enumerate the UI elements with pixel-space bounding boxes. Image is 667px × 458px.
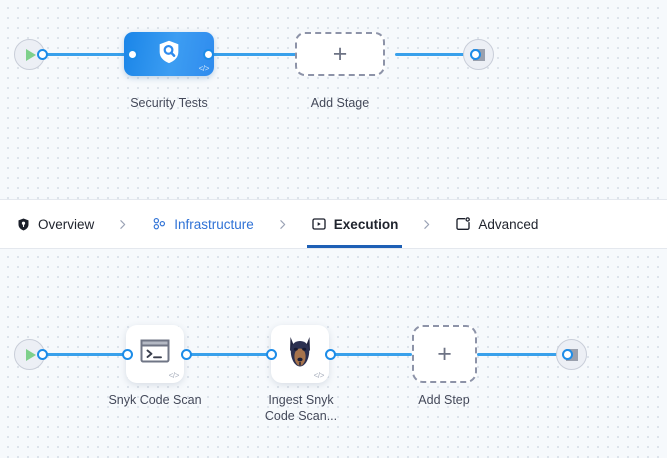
terminal-icon (139, 338, 171, 371)
step-edge-1 (186, 353, 276, 356)
step-graph-canvas[interactable]: </> Snyk Code Scan </> In (0, 249, 667, 458)
chevron-right-icon (262, 218, 303, 231)
code-badge: </> (168, 371, 180, 380)
stage-edge-start (42, 53, 132, 56)
step-end-port[interactable] (562, 349, 573, 360)
stage-edge-2 (395, 53, 475, 56)
tab-advanced-label: Advanced (478, 216, 539, 232)
play-icon (25, 348, 36, 361)
step-1-in-port[interactable] (122, 349, 133, 360)
step-1-out-port[interactable] (181, 349, 192, 360)
play-box-icon (311, 216, 327, 232)
chevron-right-icon (102, 218, 143, 231)
add-step-label: Add Step (418, 393, 470, 407)
step-edge-3 (477, 353, 567, 356)
cluster-nodes-icon (151, 216, 167, 232)
code-badge: </> (313, 371, 325, 380)
tab-overview[interactable]: Overview (8, 200, 102, 248)
step-node-label: Ingest Snyk Code Scan... (264, 393, 338, 423)
plus-icon: + (437, 339, 452, 368)
stage-node-security-tests[interactable]: </> (124, 32, 214, 76)
tab-infrastructure[interactable]: Infrastructure (143, 200, 262, 248)
stage-edge-1 (208, 53, 308, 56)
add-step-button[interactable]: + (412, 325, 477, 383)
step-node-label: Snyk Code Scan (108, 393, 202, 407)
add-stage-label: Add Stage (310, 96, 370, 110)
shield-icon (16, 217, 31, 232)
tab-advanced[interactable]: Advanced (447, 200, 546, 248)
code-badge: </> (198, 64, 210, 73)
plus-icon: + (332, 39, 348, 68)
stage-end-port[interactable] (470, 49, 481, 60)
stage-node-label: Security Tests (130, 96, 208, 110)
shield-search-icon (155, 38, 183, 71)
step-2-out-port[interactable] (325, 349, 336, 360)
window-gear-icon (455, 216, 471, 232)
pipeline-tabbar: Overview Infrastructure (0, 199, 667, 249)
step-edge-2 (330, 353, 412, 356)
tab-overview-label: Overview (38, 216, 95, 232)
step-2-in-port[interactable] (266, 349, 277, 360)
step-edge-start (42, 353, 132, 356)
step-node-snyk-code-scan[interactable]: </> (126, 325, 184, 383)
stage-node-in-port[interactable] (127, 49, 138, 60)
stage-graph-canvas[interactable]: </> Security Tests + Add Stage (0, 0, 667, 199)
chevron-right-icon (406, 218, 447, 231)
snyk-doberman-icon (285, 335, 315, 374)
stage-start-port[interactable] (37, 49, 48, 60)
stage-node-out-port[interactable] (203, 49, 214, 60)
play-icon (25, 48, 36, 61)
step-node-ingest-snyk-code-scan[interactable]: </> (271, 325, 329, 383)
add-stage-button[interactable]: + (295, 32, 385, 76)
tab-execution[interactable]: Execution (303, 200, 407, 248)
step-start-port[interactable] (37, 349, 48, 360)
tab-infrastructure-label: Infrastructure (174, 216, 254, 232)
stage-start-node[interactable] (14, 39, 45, 70)
tab-execution-label: Execution (333, 216, 399, 232)
